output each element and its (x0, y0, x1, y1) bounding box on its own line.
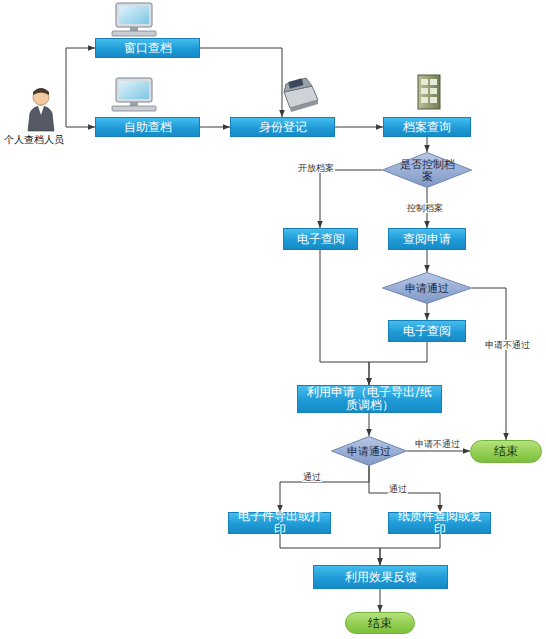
node-text: 窗口查档 (124, 42, 172, 55)
flow-arrow (280, 534, 380, 565)
diamond-shape (332, 437, 407, 466)
edge-label: 控制档案 (406, 203, 444, 213)
node-text: 利用效果反馈 (345, 571, 417, 584)
decision-diamond: 是否控制档案 (382, 152, 472, 188)
node-text: 电子件导出或打印 (233, 510, 326, 536)
diamond-shape (383, 153, 472, 188)
edge-label: 通过 (302, 472, 322, 482)
process-box: 电子件导出或打印 (228, 512, 331, 534)
node-text: 自助查档 (124, 121, 172, 134)
flow-arrow (472, 288, 506, 440)
process-box: 窗口查档 (95, 38, 200, 58)
process-box: 纸质件查阅或复印 (388, 512, 491, 534)
process-box: 利用申请（电子导出/纸质调档） (297, 385, 442, 413)
node-text: 利用申请（电子导出/纸质调档） (302, 386, 437, 412)
flow-arrow (427, 250, 428, 272)
flow-arrow (427, 304, 428, 320)
node-text: 查阅申请 (403, 233, 451, 246)
node-text: 纸质件查阅或复印 (393, 510, 486, 536)
decision-diamond: 申请通过 (331, 436, 407, 466)
decision-diamond: 申请通过 (382, 272, 472, 304)
terminal-pill: 结束 (345, 612, 415, 634)
node-text: 结束 (368, 615, 392, 632)
flow-arrow (66, 100, 95, 127)
node-text: 个人查档人员 (4, 134, 64, 146)
node-text: 申请通过 (347, 445, 391, 457)
flow-arrow (369, 466, 440, 512)
diamond-shape (383, 273, 472, 304)
flow-arrow (380, 534, 440, 565)
flow-arrow (427, 137, 428, 152)
flow-arrow (66, 48, 95, 100)
node-text: 结束 (494, 443, 518, 460)
edge-label: 申请不通过 (484, 340, 531, 350)
process-box: 利用效果反馈 (313, 565, 448, 589)
person-icon (28, 88, 54, 131)
flow-arrow (369, 342, 427, 385)
flow-arrow (200, 127, 230, 128)
actor-node: 个人查档人员 (2, 86, 66, 146)
process-box: 查阅申请 (388, 228, 466, 250)
node-text: 是否控制档案 (398, 158, 456, 182)
node-text: 申请通过 (405, 282, 449, 294)
computer-icon (112, 3, 156, 36)
process-box: 电子查阅 (283, 228, 358, 250)
process-box: 档案查询 (383, 117, 471, 137)
computer-icon (112, 78, 156, 111)
server-icon (418, 75, 440, 109)
node-text: 档案查询 (403, 121, 451, 134)
process-box: 电子查阅 (388, 320, 466, 342)
flow-arrow (335, 127, 383, 128)
flow-arrow (200, 48, 282, 117)
flow-arrow (369, 413, 370, 436)
flow-arrow (320, 170, 382, 228)
edge-label: 申请不通过 (414, 439, 461, 449)
terminal-pill: 结束 (470, 440, 542, 463)
edge-label: 通过 (388, 484, 408, 494)
flow-arrow (407, 451, 470, 452)
flow-arrow (280, 466, 369, 512)
process-box: 自助查档 (95, 117, 200, 137)
edge-label: 开放档案 (297, 163, 335, 173)
process-box: 身份登记 (230, 117, 335, 137)
flow-arrow (380, 589, 381, 612)
node-text: 身份登记 (259, 121, 307, 134)
node-text: 电子查阅 (403, 325, 451, 338)
node-text: 电子查阅 (297, 233, 345, 246)
scanner-icon (284, 78, 318, 112)
flow-arrow (320, 250, 369, 385)
